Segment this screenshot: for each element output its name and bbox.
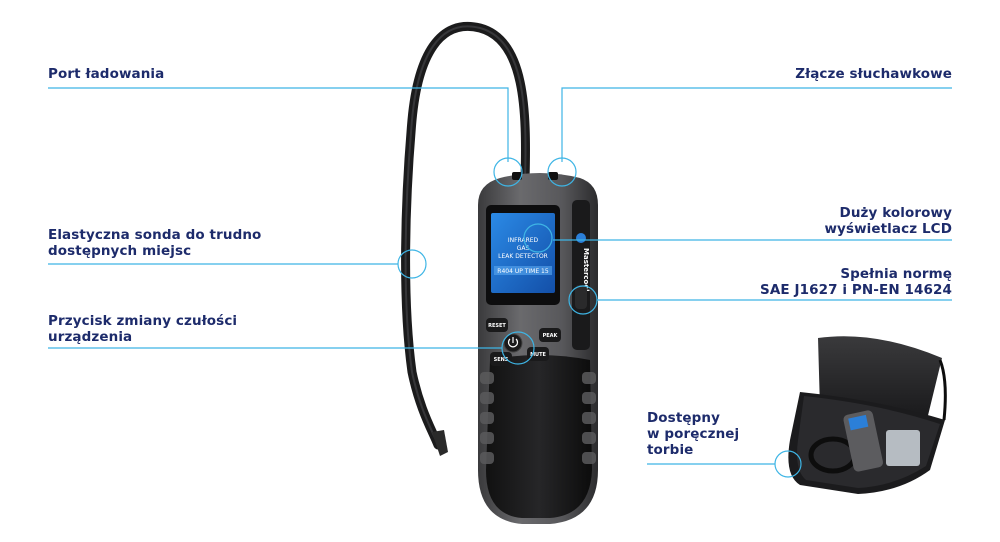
side-button[interactable] [575, 285, 587, 309]
flexible-probe-label-line-1: Elastyczna sonda do trudno [48, 227, 262, 243]
brand-name: Mastercool [582, 248, 590, 292]
headphone-jack-label: Złącze słuchawkowe [795, 66, 952, 82]
lcd-display-label-line-1: Duży kolorowy [839, 205, 952, 221]
lcd-display-label-line-2: wyświetlacz LCD [824, 221, 952, 237]
sensitivity-button-label-line-1: Przycisk zmiany czułości [48, 313, 238, 329]
reset-button-label: RESET [488, 323, 506, 329]
mute-button[interactable] [527, 347, 549, 361]
accessory-in-case [886, 430, 920, 466]
charging-port-label-line-1: Port ładowania [48, 66, 165, 82]
reset-button[interactable] [486, 318, 508, 332]
carry-case [788, 336, 947, 494]
sens-button-label: SENS [494, 357, 509, 363]
headphone-jack [548, 172, 558, 180]
carry-bag-label: Dostępny w poręcznej torbie [647, 410, 739, 458]
standard-label-line-1: Spełnia normę [840, 266, 952, 282]
charging-port [512, 172, 522, 180]
screen-status: R404 UP TIME 15 [497, 268, 549, 275]
sensitivity-button-label-line-2: urządzenia [48, 329, 133, 345]
mute-button-label: MUTE [530, 352, 546, 358]
callout-lines [48, 87, 952, 478]
screen-line-1: INFRARED [508, 237, 539, 244]
peak-button[interactable] [539, 328, 561, 342]
carry-bag-label-line-2: w poręcznej [647, 426, 740, 442]
standard-label-line-2: SAE J1627 i PN-EN 14624 [760, 282, 952, 298]
screen-status-bar [494, 266, 552, 275]
screen-line-3: LEAK DETECTOR [498, 253, 548, 260]
grip-ridges [480, 372, 596, 464]
brand-logo-icon [576, 233, 586, 243]
probe-tip [432, 430, 448, 456]
flexible-probe-label-line-2: dostępnych miejsc [48, 243, 192, 259]
standard-label: Spełnia normę SAE J1627 i PN-EN 14624 [760, 266, 952, 298]
leak-detector-device: Mastercool INFRARED GAS LEAK DETECTOR R4… [478, 172, 598, 524]
carry-bag-label-line-3: torbie [647, 442, 694, 458]
power-icon [507, 338, 519, 348]
headphone-jack-label-line-1: Złącze słuchawkowe [795, 66, 952, 82]
carry-bag-label-line-1: Dostępny [647, 410, 720, 426]
peak-button-label: PEAK [543, 333, 559, 339]
flexible-probe-label: Elastyczna sonda do trudno dostępnych mi… [48, 227, 261, 259]
charging-port-label: Port ładowania [48, 66, 164, 82]
lcd-display-label: Duży kolorowy wyświetlacz LCD [824, 205, 952, 237]
sensitivity-button-label: Przycisk zmiany czułości urządzenia [48, 313, 237, 345]
screen-line-2: GAS [517, 245, 530, 252]
sens-button[interactable] [490, 352, 512, 366]
